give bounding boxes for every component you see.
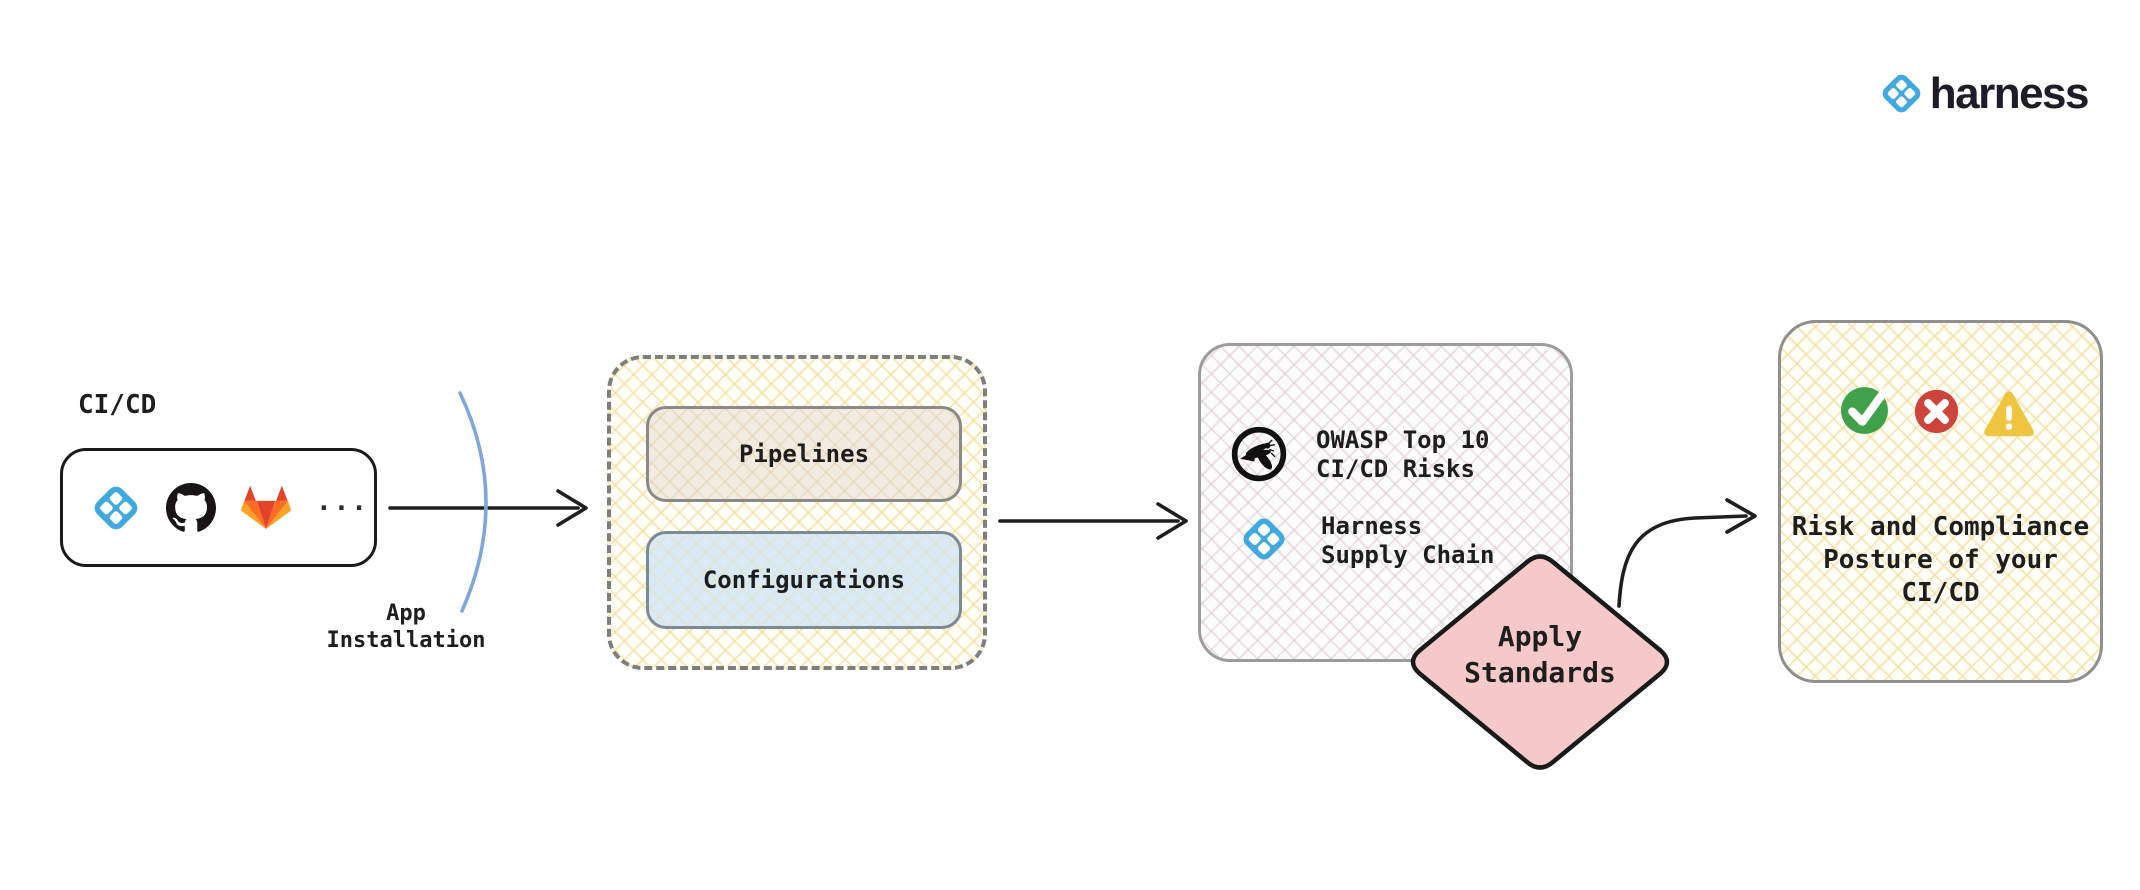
result-box: Risk and Compliance Posture of your CI/C… bbox=[1778, 320, 2103, 683]
owasp-item-text: OWASP Top 10 CI/CD Risks bbox=[1316, 426, 1489, 484]
ellipsis-more-tools: ... bbox=[316, 486, 369, 517]
apply-standards-line2: Standards bbox=[1464, 656, 1616, 689]
owasp-line2: CI/CD Risks bbox=[1316, 455, 1475, 483]
app-installation-label: App Installation bbox=[296, 600, 516, 654]
apply-standards-line1: Apply bbox=[1497, 620, 1583, 653]
harness-supply-chain-text: Harness Supply Chain bbox=[1321, 512, 1494, 570]
ingest-group-box: Pipelines Configurations bbox=[607, 355, 987, 670]
arrow-source-to-ingest bbox=[388, 489, 588, 527]
result-text: Risk and Compliance Posture of your CI/C… bbox=[1781, 511, 2100, 610]
standards-box: OWASP Top 10 CI/CD Risks Harness Supply … bbox=[1198, 343, 1573, 662]
arrow-diamond-to-result bbox=[1617, 498, 1757, 608]
gitlab-icon bbox=[240, 485, 292, 529]
configurations-node: Configurations bbox=[646, 531, 962, 629]
cicd-source-box: ... bbox=[60, 448, 377, 567]
result-line1: Risk and Compliance bbox=[1791, 512, 2090, 542]
harness-brand-logo: harness bbox=[1878, 68, 2090, 118]
harness-line1: Harness bbox=[1321, 512, 1423, 540]
result-line2: Posture of your bbox=[1823, 545, 2058, 575]
github-icon bbox=[166, 482, 216, 532]
harness-icon bbox=[1243, 518, 1285, 560]
owasp-line1: OWASP Top 10 bbox=[1316, 426, 1490, 454]
brand-wordmark: harness bbox=[1929, 68, 2090, 118]
x-circle-icon bbox=[1914, 389, 1959, 434]
result-line3: CI/CD bbox=[1901, 578, 1980, 608]
cicd-label: CI/CD bbox=[78, 390, 157, 420]
app-installation-arc bbox=[458, 391, 488, 613]
arrow-ingest-to-standards bbox=[998, 502, 1188, 540]
configurations-label: Configurations bbox=[702, 566, 906, 594]
app-installation-line2: Installation bbox=[326, 628, 486, 653]
warning-triangle-icon bbox=[1984, 391, 2034, 437]
harness-line2: Supply Chain bbox=[1321, 541, 1495, 569]
pipelines-label: Pipelines bbox=[738, 440, 870, 468]
harness-icon bbox=[94, 486, 138, 529]
owasp-icon bbox=[1231, 426, 1287, 482]
harness-icon bbox=[1882, 74, 1921, 113]
app-installation-line1: App bbox=[386, 601, 426, 626]
check-circle-icon bbox=[1841, 387, 1888, 434]
apply-standards-label: Apply Standards bbox=[1400, 619, 1680, 691]
pipelines-node: Pipelines bbox=[646, 406, 962, 502]
